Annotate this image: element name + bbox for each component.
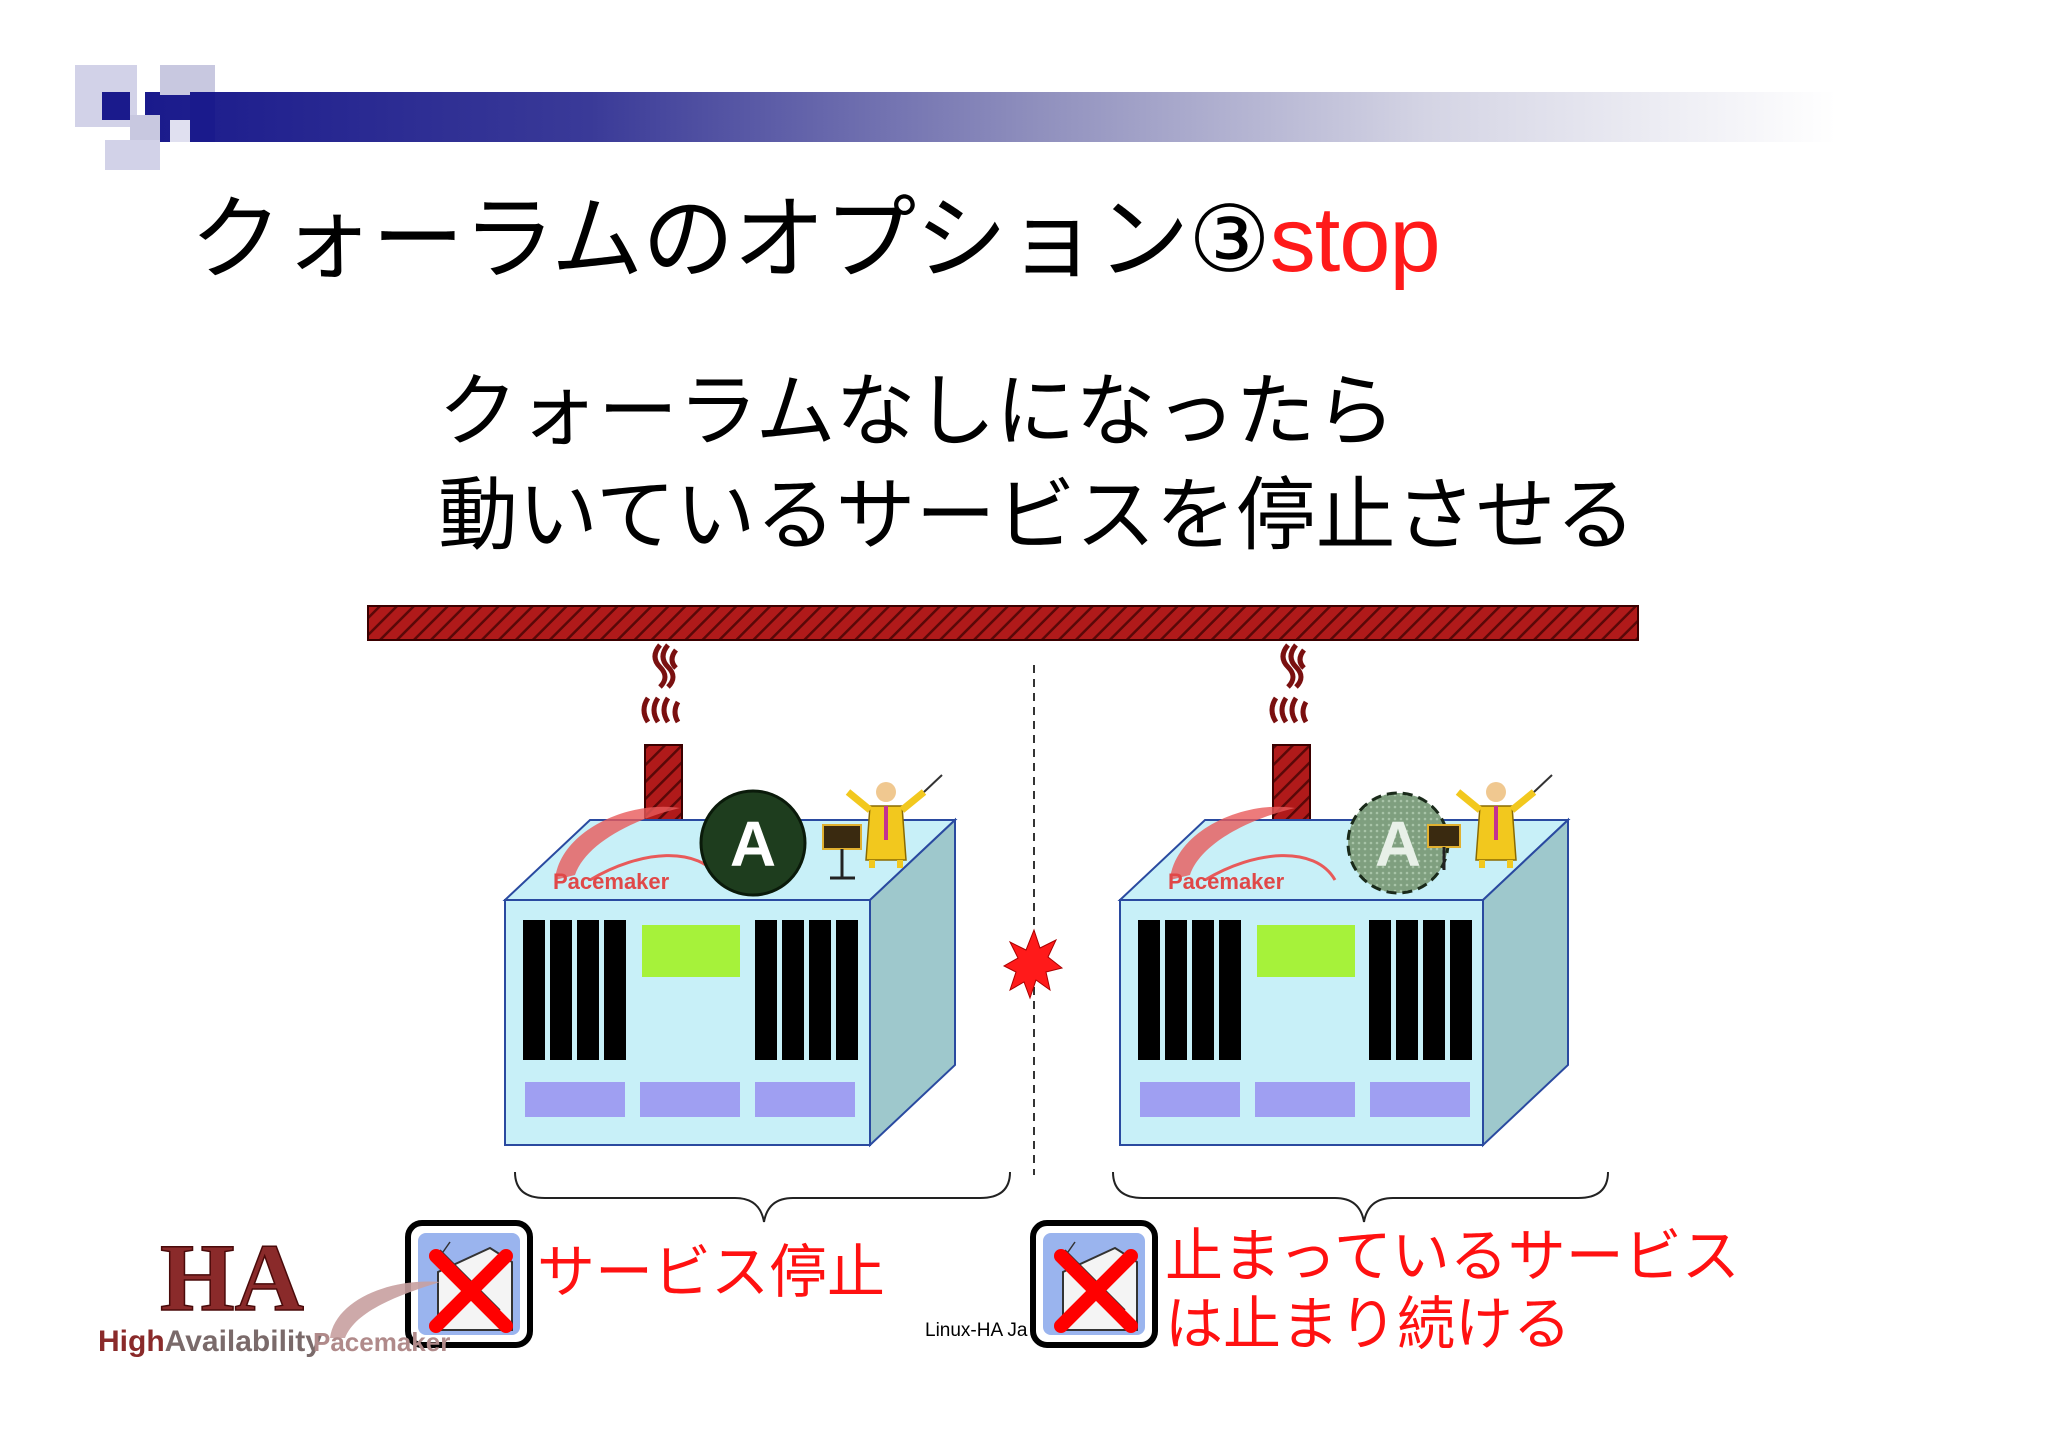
svg-text:A: A [1375, 808, 1421, 880]
stop-service-icon [1030, 1220, 1158, 1348]
right-caption-line-1: 止まっているサービス [1165, 1222, 1740, 1290]
slide-subtitle: クォーラムなしになったら 動いているサービスを停止させる [438, 360, 1636, 568]
pacemaker-logo [330, 1281, 440, 1338]
server-node-left: Pacemaker A [502, 774, 958, 1148]
conductor-icon [822, 774, 943, 880]
conductor-icon [1427, 774, 1553, 870]
slide-title: クォーラムのオプション③stop [190, 185, 1441, 295]
high-availability-wordmark: HighAvailability [98, 1325, 322, 1359]
title-main: クォーラムのオプション③ [190, 186, 1271, 293]
right-brace [1112, 1171, 1609, 1223]
stop-service-icon [405, 1220, 533, 1348]
svg-text:A: A [730, 808, 776, 880]
left-caption: サービス停止 [537, 1238, 886, 1306]
header-gradient-bar [145, 92, 1925, 142]
right-caption: 止まっているサービス は止まり続ける [1165, 1222, 1740, 1358]
heartbeat-cable-icon [1269, 643, 1311, 821]
logo-availability: Availability [164, 1325, 322, 1358]
subtitle-line-2: 動いているサービスを停止させる [438, 469, 1636, 562]
resource-a-stopped: A [1346, 791, 1450, 895]
subtitle-line-1: クォーラムなしになったら [438, 365, 1396, 458]
heartbeat-cable-icon [641, 643, 683, 821]
server-node-right: Pacemaker A [1117, 774, 1571, 1148]
svg-text:HA: HA [160, 1224, 304, 1331]
resource-a-active: A [699, 789, 807, 897]
pacemaker-wordmark: Pacemaker [313, 1327, 451, 1357]
explosion-icon [1002, 928, 1064, 1000]
left-brace [514, 1171, 1011, 1223]
pacemaker-brand-label: Pacemaker [553, 869, 670, 894]
logo-high: High [98, 1325, 165, 1358]
title-accent: stop [1269, 189, 1441, 291]
network-bar [367, 605, 1639, 641]
footer-text: Linux-HA Ja [925, 1320, 1028, 1341]
right-caption-line-2: は止まり続ける [1165, 1290, 1572, 1358]
pacemaker-brand-label: Pacemaker [1168, 869, 1285, 894]
high-availability-logo: HA [159, 1223, 305, 1332]
